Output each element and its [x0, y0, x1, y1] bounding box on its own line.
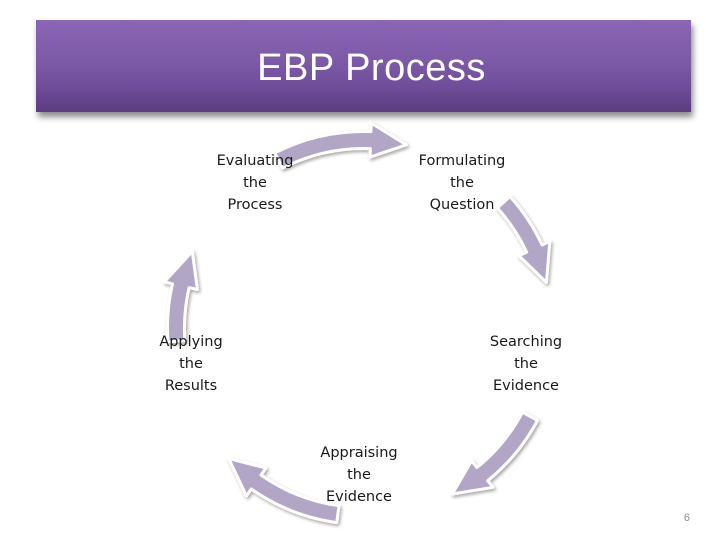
node-evaluating: Evaluating the Process [216, 153, 294, 213]
arrow-searching-to-appraising [450, 410, 539, 496]
slide-title: EBP Process [257, 47, 486, 89]
page-number: 6 [683, 512, 690, 524]
arrow-evaluating-to-formulating [273, 121, 408, 170]
arrow-applying-to-evaluating [162, 250, 199, 344]
title-bar: EBP Process [36, 20, 691, 112]
arrow-formulating-to-searching [495, 195, 552, 284]
node-searching: Searching the Evidence [489, 334, 563, 394]
arrow-appraising-to-applying [227, 457, 341, 525]
node-formulating: Formulating the Question [418, 153, 506, 213]
node-applying: Applying the Results [159, 334, 223, 394]
node-appraising: Appraising the Evidence [320, 445, 398, 505]
